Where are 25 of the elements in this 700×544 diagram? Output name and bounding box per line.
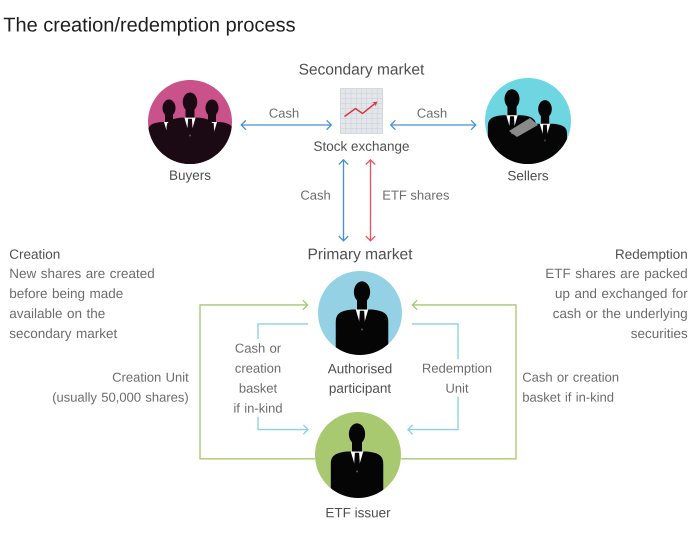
arrow [240,120,332,130]
arrow [338,158,349,242]
edge-label: Cash [418,108,446,118]
arrow [365,158,376,242]
node-label: Authorised participant [328,364,392,396]
node-label: ETF issuer [326,508,390,518]
arrow [401,300,517,460]
note-text: New shares are created before being made available on the secondary market [10,268,154,341]
edge-label: Creation Unit (usually 50,000 shares) [52,372,189,404]
note-text: ETF shares are packed up and exchanged for cash or the underlying securities [546,268,688,338]
edge-label: Redemption Unit [415,359,499,397]
edge-label: Cash or creation basket if in-kind [522,372,618,402]
section-heading: Primary market [308,248,412,262]
node-label: Stock exchange [314,141,409,154]
section-heading: Redemption [616,249,687,262]
arrow [390,120,477,130]
section-heading: Creation [10,249,60,259]
arrow [199,300,315,460]
node-label: Buyers [170,170,210,183]
node-label: Sellers [508,170,548,180]
edge-label: Cash or creation basket if in-kind [230,339,286,417]
edge-label: ETF shares [383,190,449,200]
edge-label: Cash [270,108,298,118]
title: The creation/redemption process [4,17,295,36]
edge-label: Cash [301,190,330,200]
